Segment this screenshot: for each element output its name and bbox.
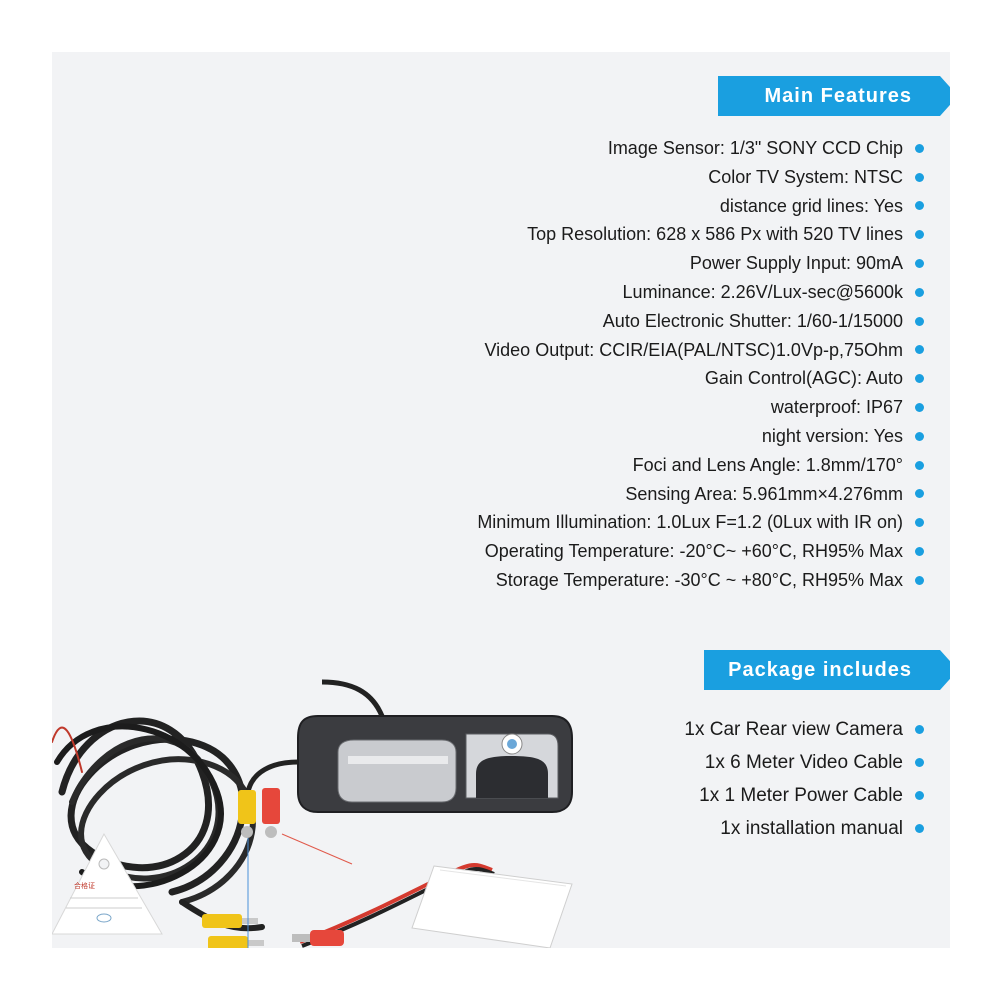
bullet-icon [915, 725, 924, 734]
bullet-icon [915, 489, 924, 499]
bullet-icon [915, 758, 924, 767]
bullet-icon [915, 259, 924, 269]
feature-item: Power Supply Input: 90mA [477, 249, 924, 278]
feature-item: waterproof: IP67 [477, 393, 924, 422]
bullet-icon [915, 201, 924, 211]
feature-item: Video Output: CCIR/EIA(PAL/NTSC)1.0Vp-p,… [477, 336, 924, 365]
bullet-icon [915, 460, 924, 470]
product-illustration: 合格证 [52, 679, 573, 948]
main-features-title: Main Features [764, 85, 912, 107]
package-item: 1x 6 Meter Video Cable [684, 746, 924, 779]
bullet-icon [915, 518, 924, 528]
camera-rca-image [238, 788, 280, 838]
bullet-icon [915, 791, 924, 800]
bullet-icon [915, 575, 924, 585]
package-includes-banner: Package includes [704, 650, 940, 690]
certificate-label-image: 合格证 [52, 832, 163, 935]
package-item: 1x 1 Meter Power Cable [684, 779, 924, 812]
feature-item: Image Sensor: 1/3" SONY CCD Chip [477, 134, 924, 163]
camera-handle-image [245, 679, 573, 813]
package-includes-title: Package includes [728, 659, 912, 681]
bullet-icon [915, 547, 924, 557]
bullet-icon [915, 287, 924, 297]
bullet-icon [915, 345, 924, 355]
feature-item: Operating Temperature: -20°C~ +60°C, RH9… [477, 537, 924, 566]
feature-item: Minimum Illumination: 1.0Lux F=1.2 (0Lux… [477, 508, 924, 537]
main-features-list: Image Sensor: 1/3" SONY CCD Chip Color T… [477, 134, 924, 595]
feature-item: Foci and Lens Angle: 1.8mm/170° [477, 451, 924, 480]
certificate-title: 合格证 [74, 881, 95, 890]
bullet-icon [915, 403, 924, 413]
product-panel: Main Features Image Sensor: 1/3" SONY CC… [52, 52, 950, 948]
package-includes-list: 1x Car Rear view Camera 1x 6 Meter Video… [684, 713, 924, 845]
feature-item: Color TV System: NTSC [477, 163, 924, 192]
feature-item: Gain Control(AGC): Auto [477, 364, 924, 393]
callout-line [281, 833, 353, 865]
package-item: 1x Car Rear view Camera [684, 713, 924, 746]
feature-item: Auto Electronic Shutter: 1/60-1/15000 [477, 307, 924, 336]
feature-item: Storage Temperature: -30°C ~ +80°C, RH95… [477, 566, 924, 595]
feature-item: distance grid lines: Yes [477, 192, 924, 221]
bullet-icon [915, 172, 924, 182]
feature-item: Top Resolution: 628 x 586 Px with 520 TV… [477, 220, 924, 249]
main-features-banner: Main Features [718, 76, 940, 116]
feature-item: night version: Yes [477, 422, 924, 451]
bullet-icon [915, 143, 924, 153]
bullet-icon [915, 230, 924, 240]
bullet-icon [915, 431, 924, 441]
manual-image [411, 865, 573, 948]
feature-item: Luminance: 2.26V/Lux-sec@5600k [477, 278, 924, 307]
bullet-icon [915, 824, 924, 833]
bullet-icon [915, 374, 924, 384]
package-item: 1x installation manual [684, 812, 924, 845]
feature-item: Sensing Area: 5.961mm×4.276mm [477, 480, 924, 509]
bullet-icon [915, 316, 924, 326]
rca-plugs-image [202, 914, 264, 948]
